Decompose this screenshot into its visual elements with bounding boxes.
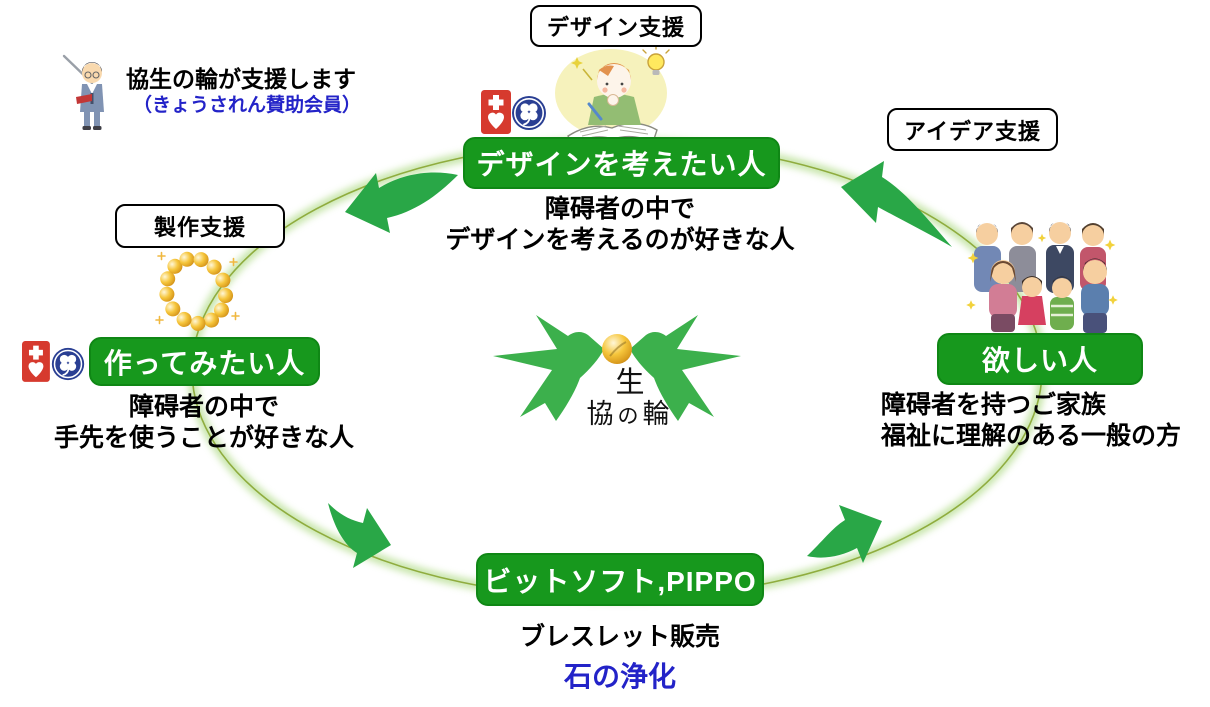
arrow-bottom-right — [807, 505, 882, 563]
logo-char-top: 生 — [615, 367, 645, 399]
logo-birds-illustration — [493, 315, 741, 421]
node-seller: ビットソフト,PIPPO — [476, 553, 764, 606]
teacher-illustration — [62, 54, 104, 130]
supporter-note-sub: （きょうされん賛助会員） — [133, 95, 362, 116]
support-label-idea: アイデア支援 — [887, 108, 1058, 151]
node-designer: デザインを考えたい人 — [463, 137, 780, 189]
help-mark-icon — [22, 341, 50, 382]
supporter-note: 協生の輪が支援します — [126, 66, 356, 92]
arrow-top-right — [841, 161, 952, 247]
help-mark-icon — [481, 90, 511, 134]
logo-row-bottom: 協の輪 — [586, 399, 674, 429]
clover-mark-icon — [511, 95, 547, 131]
node-buyer-desc: 障碍者を持つご家族 福祉に理解のある一般の方 — [881, 391, 1182, 450]
node-maker-desc: 障碍者の中で 手先を使うことが好きな人 — [53, 393, 354, 452]
node-designer-desc: 障碍者の中で デザインを考えるのが好きな人 — [445, 195, 795, 254]
cycle-arrows — [328, 161, 952, 568]
node-maker: 作ってみたい人 — [89, 337, 320, 386]
arrow-top-left — [345, 172, 458, 233]
arrow-bottom-left — [328, 503, 391, 568]
clover-mark-icon — [50, 346, 86, 382]
logo-text: 生 協の輪 — [555, 368, 705, 433]
stone-purification-note: 石の浄化 — [563, 661, 676, 692]
thinking-boy-illustration — [555, 44, 670, 146]
bracelet-illustration — [155, 251, 240, 331]
node-buyer: 欲しい人 — [937, 333, 1143, 385]
support-label-design: デザイン支援 — [530, 5, 702, 47]
node-seller-desc: ブレスレット販売 — [519, 623, 720, 651]
family-illustration — [966, 221, 1118, 333]
support-label-production: 製作支援 — [115, 204, 285, 248]
